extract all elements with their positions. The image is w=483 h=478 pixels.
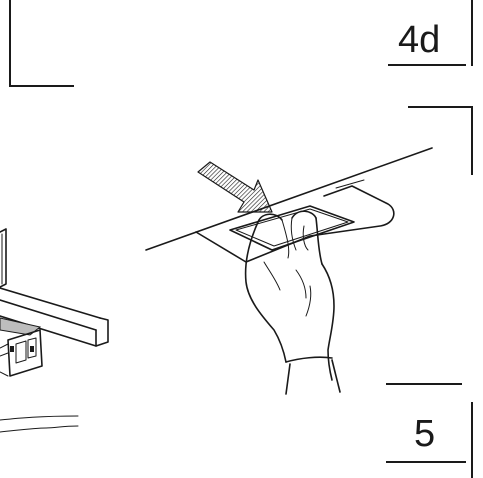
step-5-marker: 5: [386, 383, 473, 478]
frame-corner-top-left: [9, 0, 74, 87]
step-label-5: 5: [414, 413, 435, 455]
ceiling-plate: [195, 179, 395, 263]
frame-corner-top-right: [408, 106, 473, 175]
step-4d-marker: 4d: [388, 0, 473, 66]
hand-illustration: [244, 210, 341, 395]
device-illustration-left: [0, 228, 109, 433]
ceiling-edge: [145, 147, 433, 251]
arrow-icon: [197, 161, 273, 213]
step-label-4d: 4d: [398, 19, 440, 61]
